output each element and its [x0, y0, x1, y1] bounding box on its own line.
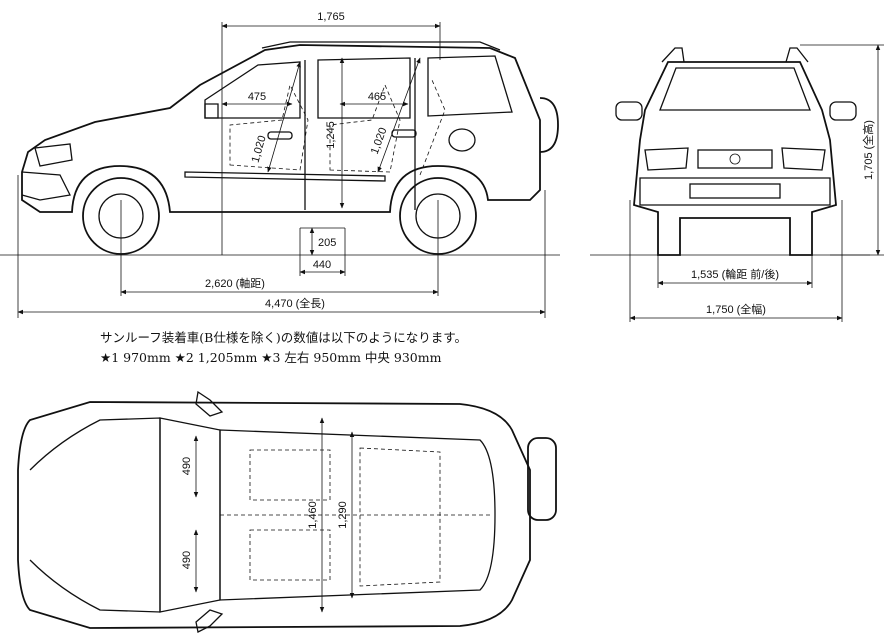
dim-label-1020-rear: 1,020	[369, 126, 390, 156]
cargo-dashed	[419, 79, 446, 176]
note-line-1: サンルーフ装着車(B仕様を除く)の数値は以下のようになります。	[100, 330, 467, 345]
headlight-right	[781, 147, 826, 171]
side-body-outline	[21, 44, 541, 213]
dim-line-1020-rear	[377, 57, 421, 173]
headlight-left	[644, 147, 689, 171]
top-view: 490 490 1,460 1,290	[17, 390, 557, 633]
sunroof-note: サンルーフ装着車(B仕様を除く)の数値は以下のようになります。 ★1 970mm…	[100, 330, 467, 365]
grille	[697, 149, 773, 169]
top-body-outline	[17, 401, 531, 629]
headlight-side	[34, 143, 73, 167]
dim-label-1020-front: 1,020	[250, 134, 269, 164]
roof-outline	[219, 429, 496, 601]
dim-label-1245: 1,245	[325, 121, 337, 149]
front-view: 1,535 (輪距 前/後) 1,750 (全幅) 1,705 (全高)	[590, 44, 884, 322]
mirror-right	[829, 101, 857, 121]
spare-tire-side	[539, 97, 559, 153]
dim-label-205: 205	[318, 237, 336, 249]
roof-rail	[261, 41, 501, 51]
front-rail-left	[661, 47, 685, 63]
front-seat-dashed	[229, 83, 309, 171]
front-body-outline	[633, 61, 837, 256]
dim-label-tread: 1,535 (輪距 前/後)	[691, 267, 779, 281]
front-emblem	[729, 153, 741, 165]
door-handle-front	[267, 131, 293, 140]
lower-intake	[689, 183, 781, 199]
mirror-left	[615, 101, 643, 121]
front-bumper-side	[21, 171, 71, 201]
top-seat-front-left	[249, 449, 331, 501]
dim-label-1290: 1,290	[337, 501, 349, 529]
front-bumper	[639, 177, 831, 206]
side-mirror	[204, 103, 219, 119]
side-view: 1,765 475 465 1,020 1,245 1,020 205 440 …	[0, 11, 560, 318]
top-mirror-left	[195, 390, 224, 417]
hood-outline	[29, 417, 161, 613]
dim-label-1460: 1,460	[307, 501, 319, 529]
dim-label-wheelbase: 2,620 (軸距)	[205, 276, 265, 290]
top-seat-front-right	[249, 529, 331, 581]
dim-label-1765: 1,765	[317, 11, 345, 23]
spare-tire-top	[527, 437, 557, 521]
rear-seat-dashed	[329, 83, 401, 173]
dim-label-475: 475	[248, 91, 266, 103]
door-handle-rear	[391, 129, 417, 138]
top-seat-rear	[359, 447, 441, 587]
dim-label-440: 440	[313, 259, 331, 271]
dim-line-1020-front	[267, 61, 301, 173]
fuel-door	[448, 128, 476, 152]
dim-label-490-upper: 490	[181, 457, 193, 475]
quarter-window	[427, 55, 513, 117]
rear-window	[317, 57, 411, 119]
side-molding	[184, 171, 386, 182]
top-mirror-right	[195, 609, 224, 633]
note-line-2: ★1 970mm ★2 1,205mm ★3 左右 950mm 中央 930mm	[100, 350, 442, 365]
windshield	[659, 67, 811, 111]
dim-label-width: 1,750 (全幅)	[706, 302, 766, 316]
dim-label-length: 4,470 (全長)	[265, 296, 325, 310]
dim-label-465: 465	[368, 91, 386, 103]
dim-label-height: 1,705 (全高)	[861, 120, 875, 180]
front-rail-right	[785, 47, 809, 63]
dim-label-490-lower: 490	[181, 551, 193, 569]
top-windshield	[159, 417, 221, 613]
